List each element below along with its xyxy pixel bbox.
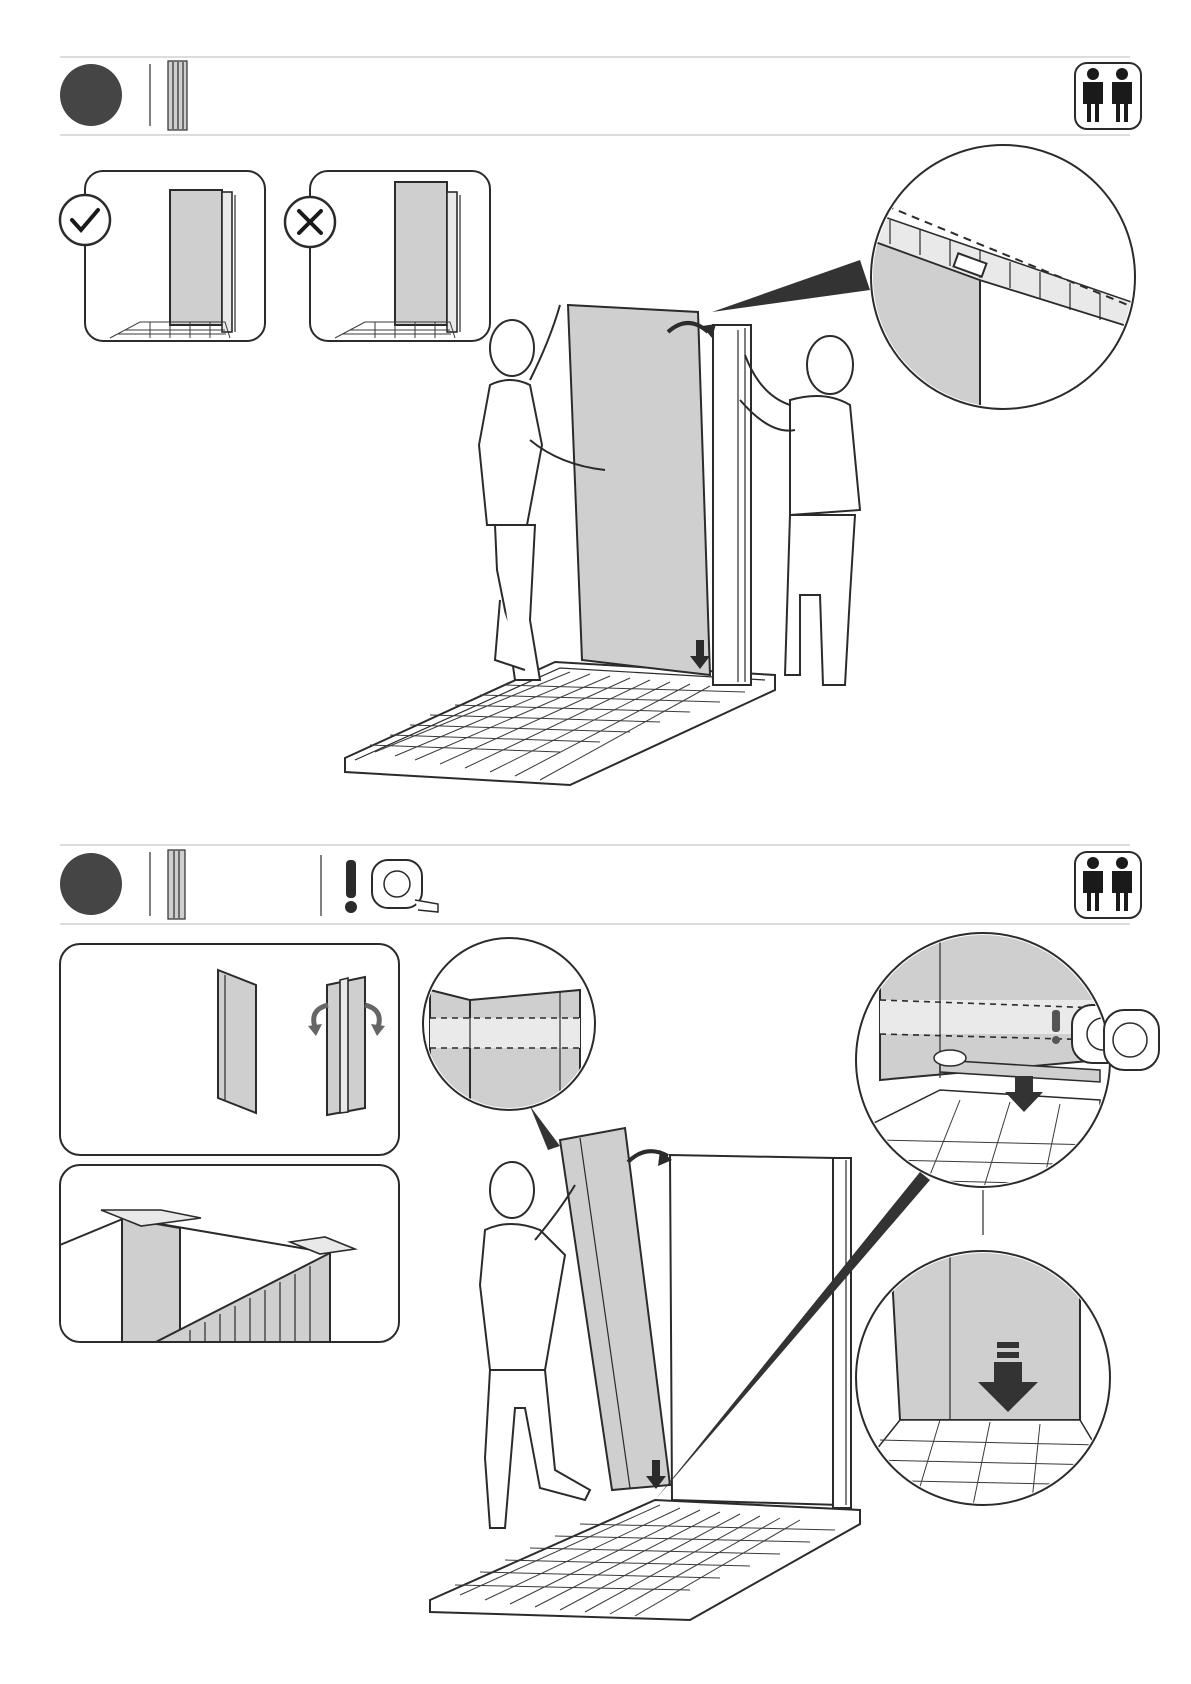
bottom-press-magnifier	[856, 1240, 1110, 1520]
step-b-header	[60, 845, 1141, 924]
top-seam-magnifier	[423, 938, 595, 1150]
two-person-icon	[1075, 63, 1141, 129]
panel-tape-inset	[60, 1165, 399, 1345]
step-a-header	[60, 57, 1141, 135]
correct-alignment-inset	[60, 171, 265, 341]
incorrect-alignment-inset	[285, 171, 490, 341]
wall-panel-part-icon	[168, 61, 187, 130]
person-right	[740, 336, 860, 685]
cross-mark-icon	[285, 197, 335, 247]
wall-panel-part-icon	[168, 850, 185, 919]
panel-rotate-inset	[60, 944, 399, 1155]
bottom-measure-magnifier	[856, 930, 1159, 1200]
exclamation-icon	[345, 860, 357, 913]
top-detail-magnifier	[860, 145, 1140, 420]
check-mark-icon	[60, 195, 110, 245]
two-person-icon	[1075, 852, 1141, 918]
step-badge	[60, 853, 122, 915]
step-badge	[60, 64, 122, 126]
tape-measure-icon	[372, 860, 438, 912]
